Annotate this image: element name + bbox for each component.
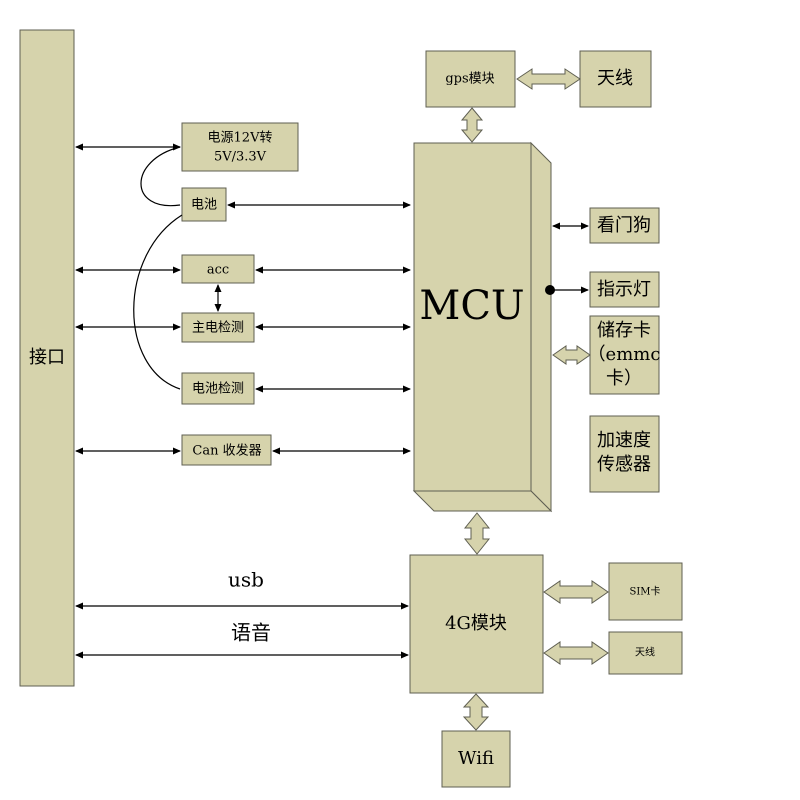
acc-label: acc xyxy=(207,263,229,278)
storage-card-label-line1: 储存卡 xyxy=(597,320,651,341)
battery-detect-box: 电池检测 xyxy=(181,372,255,405)
antenna-bottom-box: 天线 xyxy=(608,631,683,675)
power-converter-label-line2: 5V/3.3V xyxy=(214,150,267,165)
battery-box: 电池 xyxy=(181,187,227,222)
antenna-top-box: 天线 xyxy=(579,50,652,108)
voice-label: 语音 xyxy=(231,621,271,645)
4g-sim-fat-arrow xyxy=(543,580,609,604)
indicator-light-box: 指示灯 xyxy=(589,271,660,308)
wifi-box: Wifi xyxy=(441,730,511,788)
main-power-detect-box: 主电检测 xyxy=(181,312,255,343)
sim-card-label: SIM卡 xyxy=(629,585,660,598)
gps-module-label: gps模块 xyxy=(445,72,494,87)
watchdog-label: 看门狗 xyxy=(597,215,651,236)
module-4g-label: 4G模块 xyxy=(445,613,507,634)
accel-sensor-box: 加速度 传感器 xyxy=(589,415,660,493)
watchdog-box: 看门狗 xyxy=(589,207,660,244)
gps-antenna-fat-arrow xyxy=(516,68,581,90)
interface-bar: 接口 xyxy=(19,29,75,687)
antenna-top-label: 天线 xyxy=(597,68,633,89)
battery-detect-label: 电池检测 xyxy=(192,382,244,397)
power-converter-box: 电源12V转 5V/3.3V xyxy=(181,122,299,172)
can-transceiver-label: Can 收发器 xyxy=(192,443,261,459)
mcu-label: MCU xyxy=(419,283,524,329)
indicator-light-label: 指示灯 xyxy=(597,279,651,300)
battery-label: 电池 xyxy=(191,198,217,213)
4g-wifi-fat-arrow xyxy=(462,693,490,731)
wifi-label: Wifi xyxy=(458,748,494,769)
storage-card-label-line2: （emmc xyxy=(588,344,661,365)
power-battery-curve xyxy=(140,146,181,207)
gps-module-box: gps模块 xyxy=(425,50,516,108)
storage-card-label-line3: 卡） xyxy=(606,368,642,389)
storage-card-box: 储存卡 （emmc 卡） xyxy=(588,315,661,395)
4g-antenna-fat-arrow xyxy=(543,641,609,665)
usb-label: usb xyxy=(228,568,264,592)
sim-card-box: SIM卡 xyxy=(608,562,683,621)
acc-box: acc xyxy=(181,254,255,284)
accel-sensor-label-line2: 传感器 xyxy=(597,454,651,475)
mcu-4g-fat-arrow xyxy=(463,512,491,555)
module-4g-box: 4G模块 xyxy=(409,554,544,694)
power-converter-label-line1: 电源12V转 xyxy=(208,131,273,146)
mcu-storage-fat-arrow xyxy=(552,345,591,365)
indicator-dot xyxy=(545,285,555,295)
battery-battery-detect-curve xyxy=(133,214,183,390)
antenna-bottom-label: 天线 xyxy=(635,646,655,659)
accel-sensor-label-line1: 加速度 xyxy=(597,430,651,451)
interface-label: 接口 xyxy=(29,347,65,368)
can-transceiver-box: Can 收发器 xyxy=(181,434,272,466)
mcu-block: MCU xyxy=(412,141,553,513)
gps-mcu-fat-arrow xyxy=(460,107,484,143)
main-power-detect-label: 主电检测 xyxy=(192,321,244,336)
